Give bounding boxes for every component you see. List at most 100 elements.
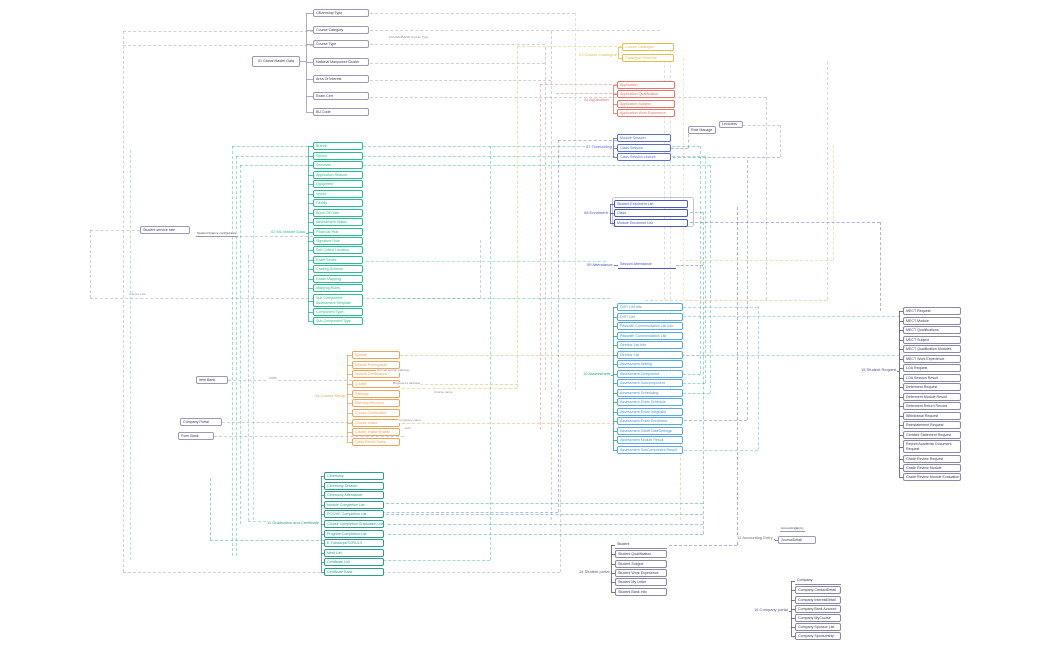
node-e-transcript-scrl-ls[interactable]: E-Transcript/SCRL/LS [324,539,384,547]
node-student-enrolment-list[interactable]: Student Enrolment List [614,200,688,208]
node-assessment-subcomponent-result[interactable]: Assessment SubComponent Result [617,446,683,454]
node-ceremony-attendance[interactable]: Ceremony Attendance [324,491,384,499]
node-application-subject[interactable]: Application Subject [617,100,675,108]
node-deferment-return-record[interactable]: Deferment Return Record [903,402,961,410]
node-deferment-request[interactable]: Deferment Request [903,383,961,391]
section-label-assessment[interactable]: 10 Assessment [582,371,612,377]
section-label-student-portal[interactable]: 14 Student portal [578,569,611,575]
section-label-timetabling[interactable]: 07 Timetabling [585,144,614,150]
node-company-portal[interactable]: Company Portal [180,418,222,426]
node-course-intake-module[interactable]: Course Intake Module [352,428,400,436]
node-deferment-module-result[interactable]: Deferment Module Result [903,393,961,401]
node-course-completion-graduation-list[interactable]: Course Completion Graduation List [324,520,384,528]
node-company-sponsorship[interactable]: Company Sponsorship [795,632,841,640]
node-class-session[interactable]: Class Session [617,144,671,152]
node-area-of-interest[interactable]: Area Of Interest [313,75,369,83]
node-student-my-letter[interactable]: Student My Letter [615,578,667,586]
node-semester[interactable]: Semester [313,161,363,169]
node-grade-mapping[interactable]: Grade Mapping [313,275,363,283]
node-loa-request[interactable]: LOA Request [903,364,961,372]
node-assessment-exam-schedule[interactable]: Assessment Exam Schedule [617,398,683,406]
node-student-service-rate[interactable]: Student service rate [140,226,190,234]
node-student-work-experience[interactable]: Student Work Experience [615,569,667,577]
node-class-session-lecture[interactable]: Class Session Lecture [617,153,671,161]
node-application-work-experience[interactable]: Application Work Experience [617,109,675,117]
node-pathway[interactable]: Pathway [352,390,400,398]
node-student-qualification[interactable]: Student Qualification [615,550,667,558]
node-course-catalogue[interactable]: Course Catalogue [622,43,674,51]
node-assessment-setting[interactable]: Assessment Setting [617,360,683,368]
section-label-enrolment[interactable]: 08 Enrolment [583,210,609,216]
node-citizenship-type[interactable]: Citizenship Type [313,9,369,17]
section-label-accounting-entry[interactable]: 12 Accounting Entry [736,535,774,541]
node-financial-year[interactable]: Financial Year [313,228,363,236]
node-ceremony[interactable]: Ceremony [324,472,384,480]
node-grade-review-module-evaluation[interactable]: Grade Review Module Evaluation [903,473,961,481]
node-role-manage[interactable]: Role Manage [688,126,716,134]
node-school[interactable]: School [313,152,363,160]
node-item-bank[interactable]: Item Bank [196,376,228,384]
node-mect-qualifications[interactable]: MECT Qualifications [903,326,961,334]
node-company-mycourse[interactable]: Company MyCourse [795,614,841,622]
section-label-course-setup[interactable]: 04 Course Setup [314,393,347,399]
section-label-global-master-data[interactable]: 01 Global Master Data [252,56,300,67]
node-loa-session-result[interactable]: LOA Session Result [903,374,961,382]
node-facility[interactable]: Facility [313,199,363,207]
section-label-student-request[interactable]: 15 Student Request [860,367,898,373]
node-company-contactdetail[interactable]: Company ContactDetail [795,586,841,594]
node-self-collect-location[interactable]: Self Collect Location [313,246,363,254]
node-pcc-hc-completion-list[interactable]: PCC/HC Completion List [324,510,384,518]
node-module-prerequisite[interactable]: Module Prerequisite [352,361,400,369]
node-assessment-scheduling[interactable]: Assessment Scheduling [617,389,683,397]
node-pathway-structure[interactable]: Pathway Structure [352,399,400,407]
node-student-bank-info[interactable]: Student Bank Info [615,588,667,596]
node-course-certification[interactable]: Course Certification [352,409,400,417]
node-mect-request[interactable]: MECT Request [903,307,961,315]
section-label-course-catalogue[interactable]: 03 Course Catalogue [578,52,618,58]
node-grade-review-request[interactable]: Grade Review Request [903,455,961,463]
node-program-completion-list[interactable]: Program Completion List [324,530,384,538]
section-label-company-portal[interactable]: 16 Company portal [753,607,789,613]
node-module[interactable]: Module [352,351,400,359]
node-grading-scheme[interactable]: Grading Scheme [313,265,363,273]
node-director-list[interactable]: Director List [617,351,683,359]
node-merit-list[interactable]: Merit List [324,549,384,557]
section-label-graduation-and-certificate[interactable]: 11 Graduation and Certificate [266,520,320,526]
section-label-attendance[interactable]: 09 Attendance [586,262,614,268]
node-signature-rule[interactable]: Signature Rule [313,237,363,245]
node-withdrawal-request[interactable]: Withdrawal Request [903,412,961,420]
node-branch[interactable]: Branch [313,142,363,150]
node-assessment-module-result[interactable]: Assessment Module Result [617,436,683,444]
node-component-type[interactable]: Component Type [313,308,363,316]
node-mect-qualification-modules[interactable]: MECT Qualification Modules [903,345,961,353]
node-module-completion-list[interactable]: Module Completion List [324,501,384,509]
node-passwith-commendation-list[interactable]: Passwith Commendation List [617,332,683,340]
node-certificate-list[interactable]: Certificate List [324,558,384,566]
node-dist-list[interactable]: DIST List [617,313,683,321]
node-class-period-setup[interactable]: Class Period Setup [352,438,400,446]
node-module-enrolment-list[interactable]: Module Enrolment List [614,219,688,227]
node-company-interestdetail[interactable]: Company InterestDetail [795,596,841,604]
node-assessment-subcomponent[interactable]: Assessment Subcomponent [617,379,683,387]
node-sub-component-assessment-template[interactable]: Sub-Component Assessment Template [313,294,363,307]
node-certified-statement-request[interactable]: Certified Statement Request [903,431,961,439]
node-form-bank[interactable]: Form Bank [178,432,214,440]
node-ceremony-session[interactable]: Ceremony Session [324,482,384,490]
node-course-type[interactable]: Course Type [313,40,369,48]
section-label-ml-master-data[interactable]: 02 ML Master Data [270,229,306,235]
node-equipment[interactable]: Equipment [313,180,363,188]
node-sub-component-type[interactable]: Sub-Component Type [313,317,363,325]
node-course-category[interactable]: Course Category [313,26,369,34]
node-company-sponsor-list[interactable]: Company Sponsor List [795,623,841,631]
node-module-session[interactable]: Module Session [617,134,671,142]
node-assessment-cutoff-datesettings[interactable]: Assessment Cutoff DateSettings [617,427,683,435]
node-certificate-bank[interactable]: Certificate Bank [324,568,384,576]
node-application[interactable]: Application [617,81,675,89]
node-catalogue-structure[interactable]: Catalogue Structure [622,54,674,62]
node-mect-module[interactable]: MECT Module [903,317,961,325]
node-assessment-exam-enrolment[interactable]: Assessment Exam Enrolment [617,417,683,425]
node-assessment-component[interactable]: Assessment Component [617,370,683,378]
node-session-attendance[interactable]: Session Attendance [618,261,676,269]
node-company[interactable]: Company [795,577,841,585]
node-student[interactable]: Student [615,541,667,549]
